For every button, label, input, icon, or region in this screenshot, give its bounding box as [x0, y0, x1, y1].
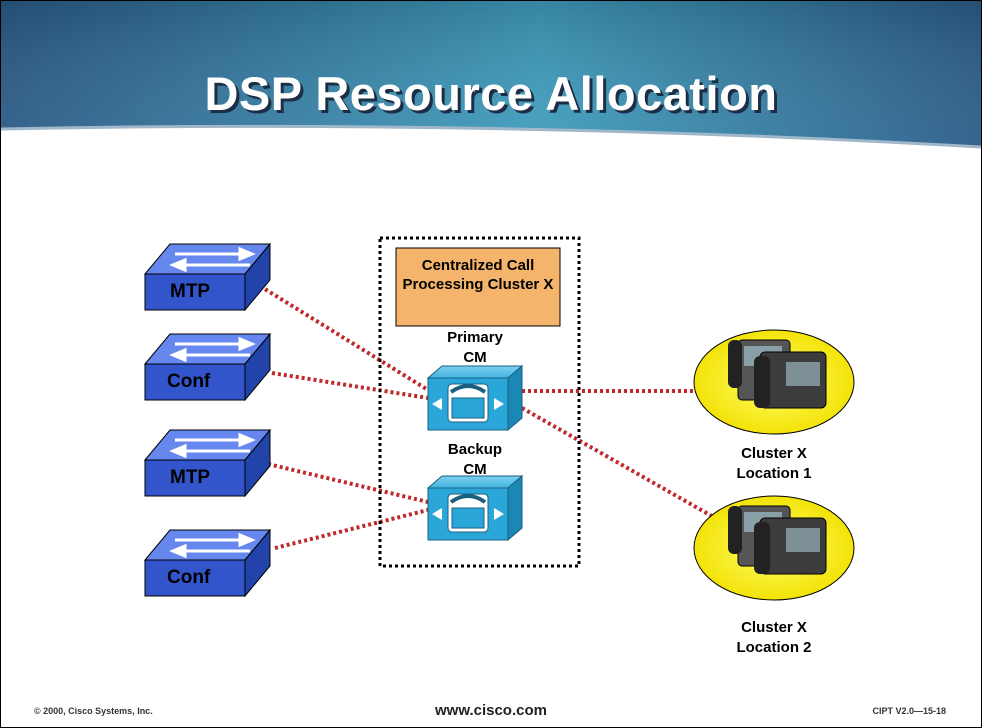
title-banner	[1, 1, 981, 149]
location-1-phones-icon	[693, 329, 855, 435]
backup-cm-label: Backup CM	[447, 441, 503, 478]
link-conf1-primary	[271, 371, 429, 400]
link-mtp1-primary	[258, 284, 430, 392]
footer-code: CIPT V2.0—15-18	[872, 706, 946, 716]
location-2-label: Cluster X Location 2	[736, 619, 812, 656]
switch-label-mtp-1: MTP	[170, 281, 211, 302]
footer-copyright: © 2000, Cisco Systems, Inc.	[34, 706, 153, 716]
switch-conf-1	[143, 332, 272, 402]
primary-cm-label: Primary CM	[447, 329, 503, 366]
switch-mtp-1	[143, 242, 272, 312]
switch-mtp-2	[143, 428, 272, 498]
slide-title: DSP Resource Allocation	[204, 67, 778, 120]
link-primary-location2	[521, 406, 725, 525]
location-2-phones-icon	[693, 495, 855, 601]
link-conf2-backup	[274, 508, 429, 550]
switch-label-conf-2: Conf	[167, 567, 211, 588]
backup-cm-icon	[426, 474, 524, 542]
link-mtp2-backup	[267, 462, 429, 504]
cluster-box	[395, 247, 561, 327]
switch-label-conf-1: Conf	[167, 371, 211, 392]
switch-label-mtp-2: MTP	[170, 467, 211, 488]
primary-cm-icon	[426, 364, 524, 432]
switch-conf-2	[143, 528, 272, 598]
cluster-boundary	[378, 236, 581, 568]
footer-url: www.cisco.com	[435, 702, 547, 719]
cluster-box-label: Centralized Call Processing Cluster X	[402, 257, 554, 293]
location-1-label: Cluster X Location 1	[736, 445, 812, 482]
